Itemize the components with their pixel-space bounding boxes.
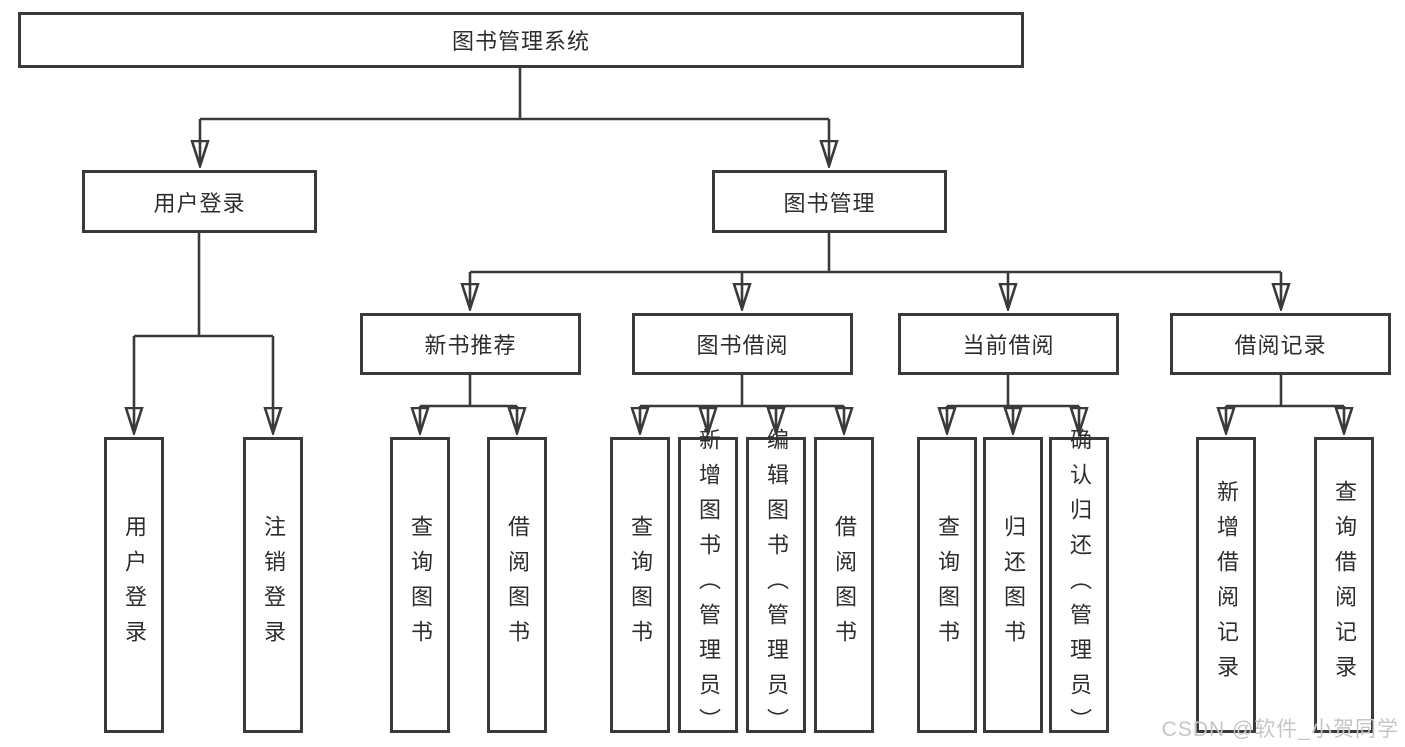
node-label: 查询图书 xyxy=(408,515,433,655)
connector-borrowing-records-to-leaves xyxy=(1226,375,1344,433)
leaf-return-books: 归还图书 xyxy=(983,437,1043,733)
leaf-query-borrow-record: 查询借阅记录 xyxy=(1314,437,1374,733)
node-label: 借阅图书 xyxy=(505,515,530,655)
node-label: 新增借阅记录 xyxy=(1214,480,1239,690)
leaf-edit-book-admin: 编辑图书（管理员） xyxy=(746,428,806,743)
node-label: 借阅记录 xyxy=(1234,333,1327,358)
node-book-management: 图书管理 xyxy=(712,170,947,233)
node-label: 图书借阅 xyxy=(696,333,789,358)
leaf-borrow-books-recommend: 借阅图书 xyxy=(487,437,547,733)
connector-book-borrowing-to-leaves xyxy=(640,375,844,433)
node-current-borrowing: 当前借阅 xyxy=(898,313,1119,375)
connector-user-login-to-leaves xyxy=(134,233,273,433)
leaf-query-books-borrowing: 查询图书 xyxy=(610,437,670,733)
node-label: 图书管理 xyxy=(783,190,876,216)
leaf-logout: 注销登录 xyxy=(243,437,303,733)
node-label: 查询借阅记录 xyxy=(1332,480,1357,690)
node-label: 新增图书（管理员） xyxy=(696,427,721,743)
node-label: 当前借阅 xyxy=(962,333,1055,358)
connector-new-book-recommendation-to-leaves xyxy=(420,375,517,433)
node-label: 图书管理系统 xyxy=(451,29,590,54)
node-library-management-system: 图书管理系统 xyxy=(18,12,1024,68)
node-new-book-recommendation: 新书推荐 xyxy=(360,313,581,375)
node-label: 查询图书 xyxy=(935,515,960,655)
node-label: 注销登录 xyxy=(261,515,286,655)
node-label: 确认归还（管理员） xyxy=(1067,427,1092,743)
leaf-user-login: 用户登录 xyxy=(104,437,164,733)
leaf-borrow-books-borrowing: 借阅图书 xyxy=(814,437,874,733)
node-label: 编辑图书（管理员） xyxy=(764,427,789,743)
leaf-confirm-return-admin: 确认归还（管理员） xyxy=(1049,428,1109,743)
leaf-add-borrow-record: 新增借阅记录 xyxy=(1196,437,1256,733)
connector-root-to-level2 xyxy=(200,68,829,166)
connector-book-management-to-level3 xyxy=(470,233,1281,309)
connector-current-borrowing-to-leaves xyxy=(947,375,1079,433)
node-label: 借阅图书 xyxy=(832,515,857,655)
node-book-borrowing: 图书借阅 xyxy=(632,313,853,375)
node-label: 用户登录 xyxy=(153,190,246,216)
node-label: 用户登录 xyxy=(122,515,147,655)
leaf-add-book-admin: 新增图书（管理员） xyxy=(678,428,738,743)
node-label: 归还图书 xyxy=(1001,515,1026,655)
node-user-login: 用户登录 xyxy=(82,170,317,233)
node-label: 新书推荐 xyxy=(424,333,517,358)
node-label: 查询图书 xyxy=(628,515,653,655)
csdn-watermark: CSDN @软件_小贺同学 xyxy=(1161,718,1399,741)
leaf-query-books-recommend: 查询图书 xyxy=(390,437,450,733)
node-borrowing-records: 借阅记录 xyxy=(1170,313,1391,375)
leaf-query-books-current: 查询图书 xyxy=(917,437,977,733)
